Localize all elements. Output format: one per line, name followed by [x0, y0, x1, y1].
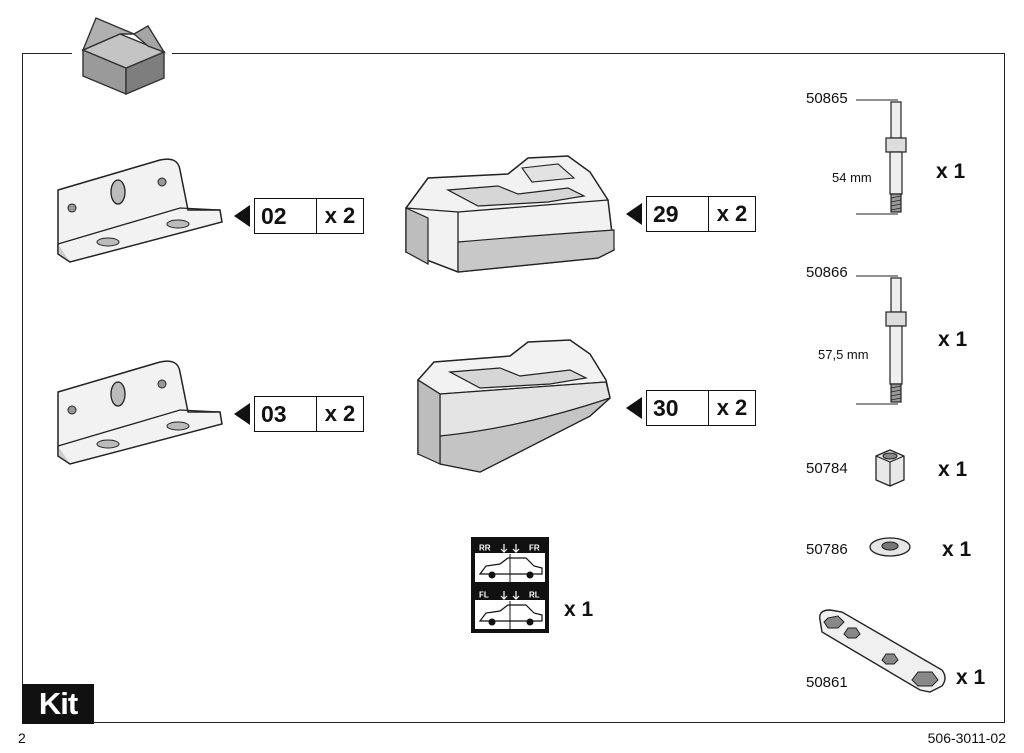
sticker-quantity: x 1 — [564, 598, 594, 621]
quantity-50786: x 1 — [942, 538, 972, 561]
sticker-label-fl: FL — [479, 591, 489, 600]
part-quantity: x 2 — [716, 201, 748, 226]
quantity-50784: x 1 — [938, 458, 968, 481]
part-number-50786: 50786 — [806, 541, 848, 558]
part-number: 30 — [647, 391, 709, 425]
part-label-03: 03 x 2 — [234, 396, 364, 432]
bolt-length-57-5: 57,5 mm — [818, 347, 869, 362]
part-label-29: 29 x 2 — [626, 196, 756, 232]
bracket-03-drawing — [57, 360, 223, 465]
pointer-triangle — [626, 203, 642, 225]
part-number: 02 — [255, 199, 317, 233]
document-number: 506-3011-02 — [927, 730, 1006, 746]
sticker-label-rl: RL — [529, 591, 540, 600]
page-frame — [22, 53, 1005, 723]
foot-pad-29-drawing — [405, 155, 615, 273]
kit-box-icon — [81, 17, 166, 96]
part-quantity: x 2 — [324, 203, 356, 228]
washer-drawing — [869, 537, 911, 557]
bracket-02-drawing — [57, 158, 223, 263]
part-number-50866: 50866 — [806, 264, 848, 281]
kit-label: Kit — [22, 684, 94, 724]
quantity-50865: x 1 — [936, 160, 966, 183]
position-sticker: RR FR FL RL — [471, 537, 549, 633]
quantity-50866: x 1 — [938, 328, 968, 351]
foot-pad-30-drawing — [417, 339, 611, 473]
part-number-50861: 50861 — [806, 674, 848, 691]
bolt-length-54: 54 mm — [832, 170, 872, 185]
hex-nut-drawing — [875, 449, 905, 487]
bolt-50865-drawing — [856, 99, 907, 215]
part-label-02: 02 x 2 — [234, 198, 364, 234]
part-quantity: x 2 — [324, 401, 356, 426]
sticker-label-rr: RR — [479, 544, 491, 553]
part-number: 29 — [647, 197, 709, 231]
part-label-30: 30 x 2 — [626, 390, 756, 426]
sticker-label-fr: FR — [529, 544, 540, 553]
part-number: 03 — [255, 397, 317, 431]
bolt-50866-drawing — [856, 275, 907, 405]
label-box: 02 x 2 — [254, 198, 364, 234]
quantity-50861: x 1 — [956, 666, 986, 689]
label-box: 30 x 2 — [646, 390, 756, 426]
pointer-triangle — [234, 403, 250, 425]
part-quantity: x 2 — [716, 395, 748, 420]
wrench-drawing — [819, 609, 946, 693]
part-number-50865: 50865 — [806, 90, 848, 107]
label-box: 03 x 2 — [254, 396, 364, 432]
pointer-triangle — [626, 397, 642, 419]
pointer-triangle — [234, 205, 250, 227]
part-number-50784: 50784 — [806, 460, 848, 477]
label-box: 29 x 2 — [646, 196, 756, 232]
page-number: 2 — [18, 730, 26, 746]
